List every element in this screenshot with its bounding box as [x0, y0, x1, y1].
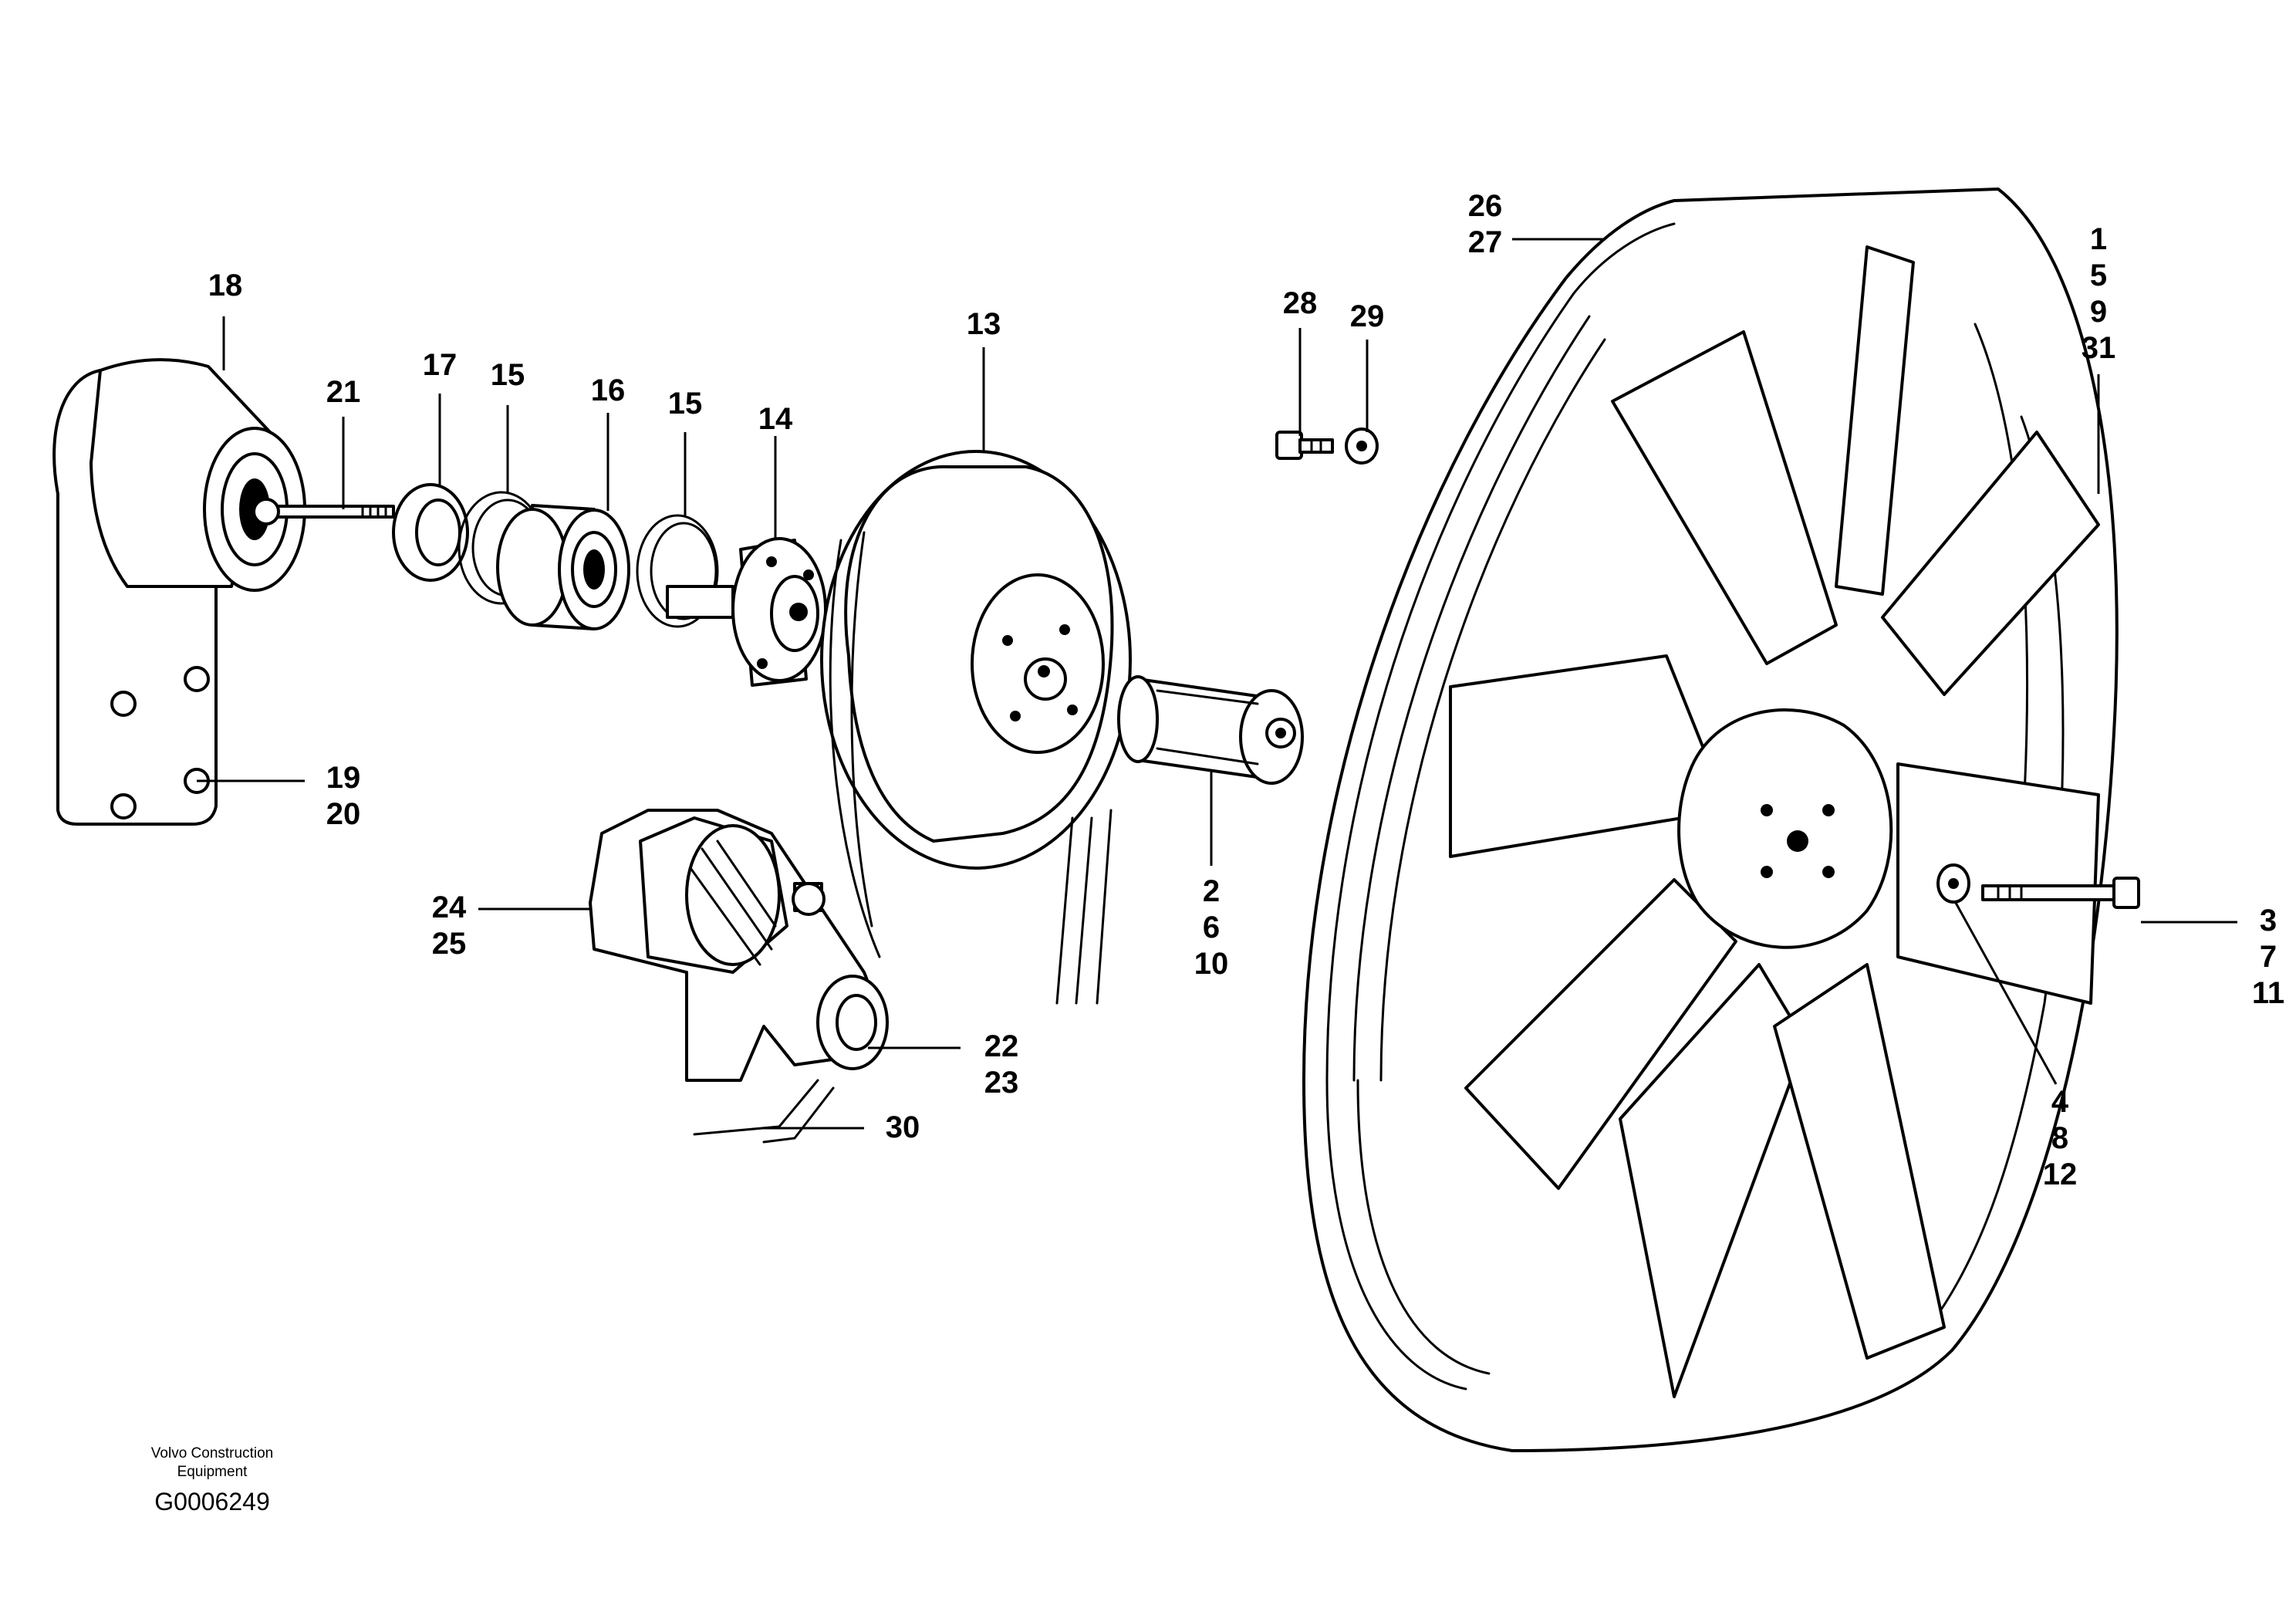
callout-number: 11 [2251, 976, 2285, 1010]
callout-number: 12 [2042, 1157, 2078, 1191]
callout-15-right: 15 [662, 386, 708, 422]
callout-14: 14 [752, 401, 799, 438]
callout-number: 31 [2081, 331, 2116, 365]
callout-number: 6 [1202, 911, 1221, 944]
drive-belt [693, 531, 1113, 1144]
callout-number: 22 [984, 1029, 1019, 1063]
belt-tensioner [589, 809, 889, 1082]
drawing-number: G0006249 [154, 1488, 270, 1516]
callout-15-left: 15 [485, 357, 531, 394]
callout-number: 23 [984, 1066, 1019, 1100]
callout-number: 17 [422, 348, 458, 382]
callout-28: 28 [1277, 286, 1323, 322]
callout-number: 5 [2089, 259, 2108, 292]
fan-bolt [1981, 877, 2140, 909]
callout-17: 17 [417, 347, 463, 384]
small-washer [1345, 427, 1379, 465]
callout-number: 20 [326, 797, 361, 831]
callout-number: 27 [1467, 225, 1503, 259]
callout-number: 7 [2259, 940, 2277, 974]
callout-number: 25 [431, 927, 467, 961]
callout-29: 29 [1344, 299, 1390, 335]
small-bolt [1275, 431, 1334, 460]
callout-3-7-11: 3 7 11 [2245, 903, 2291, 1012]
callout-number: 24 [431, 890, 467, 924]
callout-2-6-10: 2 6 10 [1188, 874, 1234, 982]
callout-number: 28 [1282, 286, 1318, 320]
callout-number: 1 [2089, 222, 2108, 256]
callout-number: 8 [2051, 1121, 2069, 1155]
callout-number: 10 [1194, 947, 1229, 981]
callout-18: 18 [202, 268, 248, 304]
callout-number: 19 [326, 761, 361, 795]
callout-number: 9 [2089, 295, 2108, 329]
callout-number: 29 [1349, 299, 1385, 333]
fan-pulley [820, 450, 1132, 870]
callout-22-23: 22 23 [978, 1029, 1025, 1101]
leader-lines [197, 238, 2237, 1130]
callout-number: 26 [1467, 189, 1503, 223]
stud-bolt [252, 498, 395, 525]
callout-number: 18 [208, 269, 243, 302]
hub-shaft [666, 537, 827, 687]
fan-blades [1449, 245, 2100, 1398]
callout-16: 16 [585, 373, 631, 409]
callout-number: 15 [667, 387, 703, 421]
manufacturer-line: Equipment [177, 1464, 248, 1480]
manufacturer-line: Volvo Construction [150, 1445, 274, 1461]
fan-spacer [1117, 675, 1304, 785]
callout-24-25: 24 25 [426, 890, 472, 962]
fan-washer [1936, 863, 1970, 904]
washer [392, 483, 469, 582]
callout-21: 21 [320, 374, 366, 411]
callout-number: 2 [1202, 874, 1221, 908]
callout-26-27: 26 27 [1462, 188, 1508, 261]
callout-number: 3 [2259, 904, 2277, 938]
bearing [496, 504, 630, 630]
callout-19-20: 19 20 [320, 760, 366, 833]
callout-number: 30 [885, 1110, 920, 1144]
callout-4-8-12: 4 8 12 [2037, 1084, 2083, 1193]
callout-1-5-9-31: 1 5 9 31 [2075, 221, 2122, 367]
callout-number: 15 [490, 358, 525, 392]
manufacturer-name: Volvo Construction Equipment [116, 1445, 309, 1482]
callout-number: 16 [590, 373, 626, 407]
callout-number: 21 [326, 375, 361, 409]
callout-30: 30 [880, 1110, 926, 1146]
bracket-housing [52, 358, 306, 826]
callout-number: 4 [2051, 1085, 2069, 1119]
callout-13: 13 [961, 306, 1007, 343]
callout-number: 13 [966, 307, 1001, 341]
callout-number: 14 [758, 402, 793, 436]
drawing-footer: Volvo Construction Equipment G0006249 [116, 1445, 309, 1517]
